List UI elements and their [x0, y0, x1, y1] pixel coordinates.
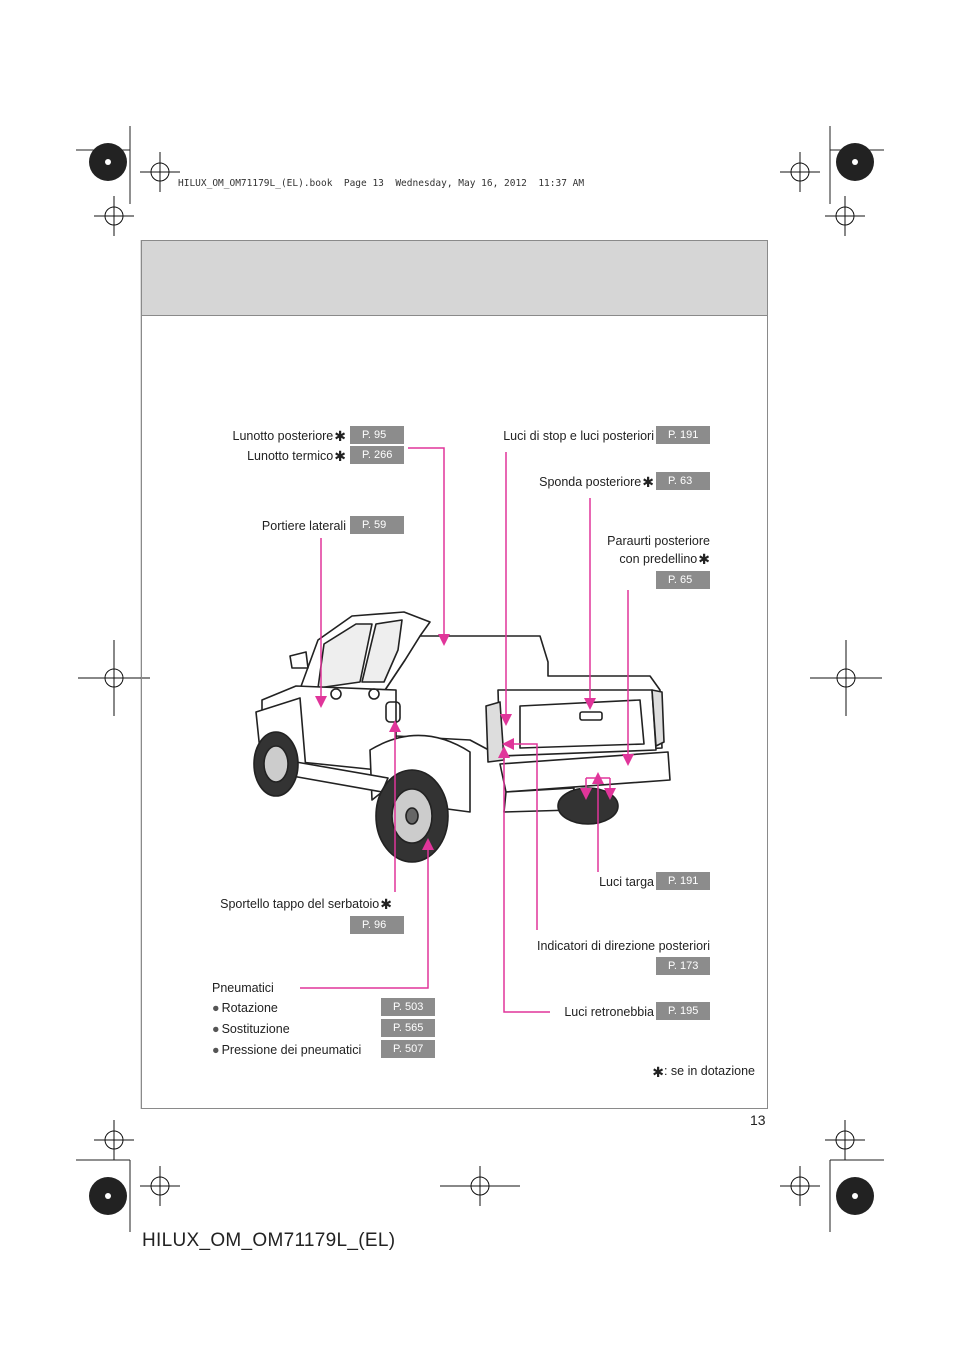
- label-portiere-laterali: Portiere laterali: [261, 519, 346, 533]
- label-lunotto-termico: Lunotto termico✱: [247, 448, 346, 464]
- section-header-band: [142, 241, 767, 316]
- page-badge-paraurti[interactable]: P. 65: [656, 571, 710, 589]
- page-badge-indicatori-direzione[interactable]: P. 173: [656, 957, 710, 975]
- registration-crosshair-icon: [78, 152, 882, 1206]
- label-sportello-serbatoio: Sportello tappo del serbatoio✱: [220, 896, 392, 912]
- page-number: 13: [750, 1112, 766, 1128]
- page-badge-lunotto-posteriore[interactable]: P. 95: [350, 426, 404, 444]
- label-indicatori-direzione: Indicatori di direzione posteriori: [536, 939, 710, 953]
- page-badge-luci-targa[interactable]: P. 191: [656, 872, 710, 890]
- list-item-pressione: ●Pressione dei pneumatici: [212, 1043, 362, 1057]
- label-sponda-posteriore: Sponda posteriore✱: [539, 474, 654, 490]
- page-badge-luci-retronebbia[interactable]: P. 195: [656, 1002, 710, 1020]
- page-badge-sportello-serbatoio[interactable]: P. 96: [350, 916, 404, 934]
- label-paraurti-line2: con predellino✱: [619, 551, 710, 567]
- content-frame: [141, 240, 768, 1109]
- label-paraurti-line1: Paraurti posteriore: [607, 534, 710, 548]
- sunburst-target-icon: [89, 143, 874, 1215]
- page-badge-sostituzione[interactable]: P. 565: [381, 1019, 435, 1037]
- page-badge-lunotto-termico[interactable]: P. 266: [350, 446, 404, 464]
- label-pneumatici: Pneumatici: [212, 981, 274, 995]
- label-luci-targa: Luci targa: [599, 875, 654, 889]
- print-header-line: HILUX_OM_OM71179L_(EL).book Page 13 Wedn…: [178, 178, 585, 189]
- label-lunotto-posteriore: Lunotto posteriore✱: [232, 428, 347, 444]
- page-badge-rotazione[interactable]: P. 503: [381, 998, 435, 1016]
- label-luci-stop: Luci di stop e luci posteriori: [503, 429, 654, 443]
- footnote-optional: ✱: se in dotazione: [652, 1064, 755, 1080]
- document-footer-code: HILUX_OM_OM71179L_(EL): [142, 1230, 396, 1251]
- list-item-rotazione: ●Rotazione: [212, 1001, 278, 1015]
- page-badge-luci-stop[interactable]: P. 191: [656, 426, 710, 444]
- label-luci-retronebbia: Luci retronebbia: [564, 1005, 654, 1019]
- page-badge-pressione[interactable]: P. 507: [381, 1040, 435, 1058]
- page-badge-sponda-posteriore[interactable]: P. 63: [656, 472, 710, 490]
- list-item-sostituzione: ●Sostituzione: [212, 1022, 290, 1036]
- page-badge-portiere-laterali[interactable]: P. 59: [350, 516, 404, 534]
